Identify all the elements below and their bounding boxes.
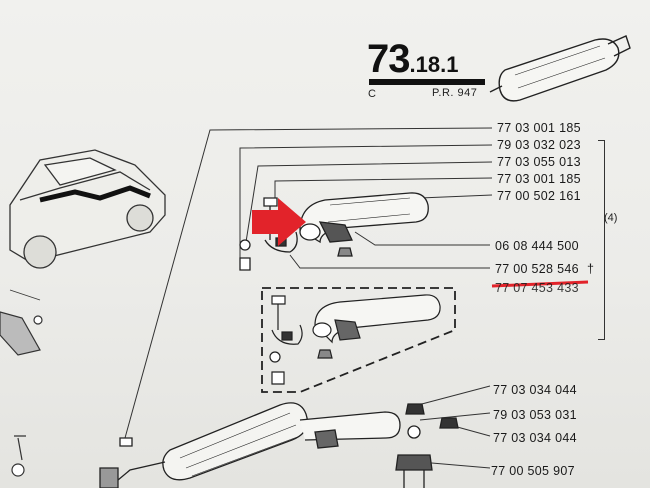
superseded-assembly-box bbox=[261, 287, 456, 393]
car-illustration-icon bbox=[9, 149, 166, 301]
muffler-lower bbox=[99, 402, 459, 488]
part-number-5: 77 00 502 161 bbox=[497, 189, 581, 203]
group-bracket bbox=[598, 140, 605, 340]
part-number-9: 77 03 034 044 bbox=[493, 383, 577, 397]
part-number-4: 77 03 001 185 bbox=[497, 172, 581, 186]
header-rule bbox=[369, 79, 485, 85]
exhaust-pipe-upper bbox=[239, 192, 429, 271]
section-major: 73 bbox=[367, 37, 410, 81]
part-number-6: 06 08 444 500 bbox=[495, 239, 579, 253]
quantity-note: (4) bbox=[604, 212, 618, 224]
left-edge-parts bbox=[0, 311, 43, 477]
pr-reference: P.R. 947 bbox=[432, 87, 478, 99]
part-number-3: 77 03 055 013 bbox=[497, 155, 581, 169]
part-number-8: 77 07 453 433 bbox=[495, 281, 579, 295]
part-number-2: 79 03 032 023 bbox=[497, 138, 581, 152]
highlight-arrow-icon bbox=[252, 198, 306, 246]
dagger-mark: † bbox=[587, 262, 595, 276]
part-number-12: 77 00 505 907 bbox=[491, 464, 575, 478]
part-number-7: 77 00 528 546 bbox=[495, 262, 579, 276]
part-number-10: 79 03 053 031 bbox=[493, 408, 577, 422]
section-minor: .18.1 bbox=[409, 52, 459, 77]
section-number: 73.18.1 bbox=[367, 37, 458, 82]
strike-through-line bbox=[491, 280, 589, 288]
code-letter: C bbox=[368, 88, 376, 100]
muffler-thumbnail bbox=[489, 35, 631, 102]
part-number-1: 77 03 001 185 bbox=[497, 121, 581, 135]
part-number-11: 77 03 034 044 bbox=[493, 431, 577, 445]
